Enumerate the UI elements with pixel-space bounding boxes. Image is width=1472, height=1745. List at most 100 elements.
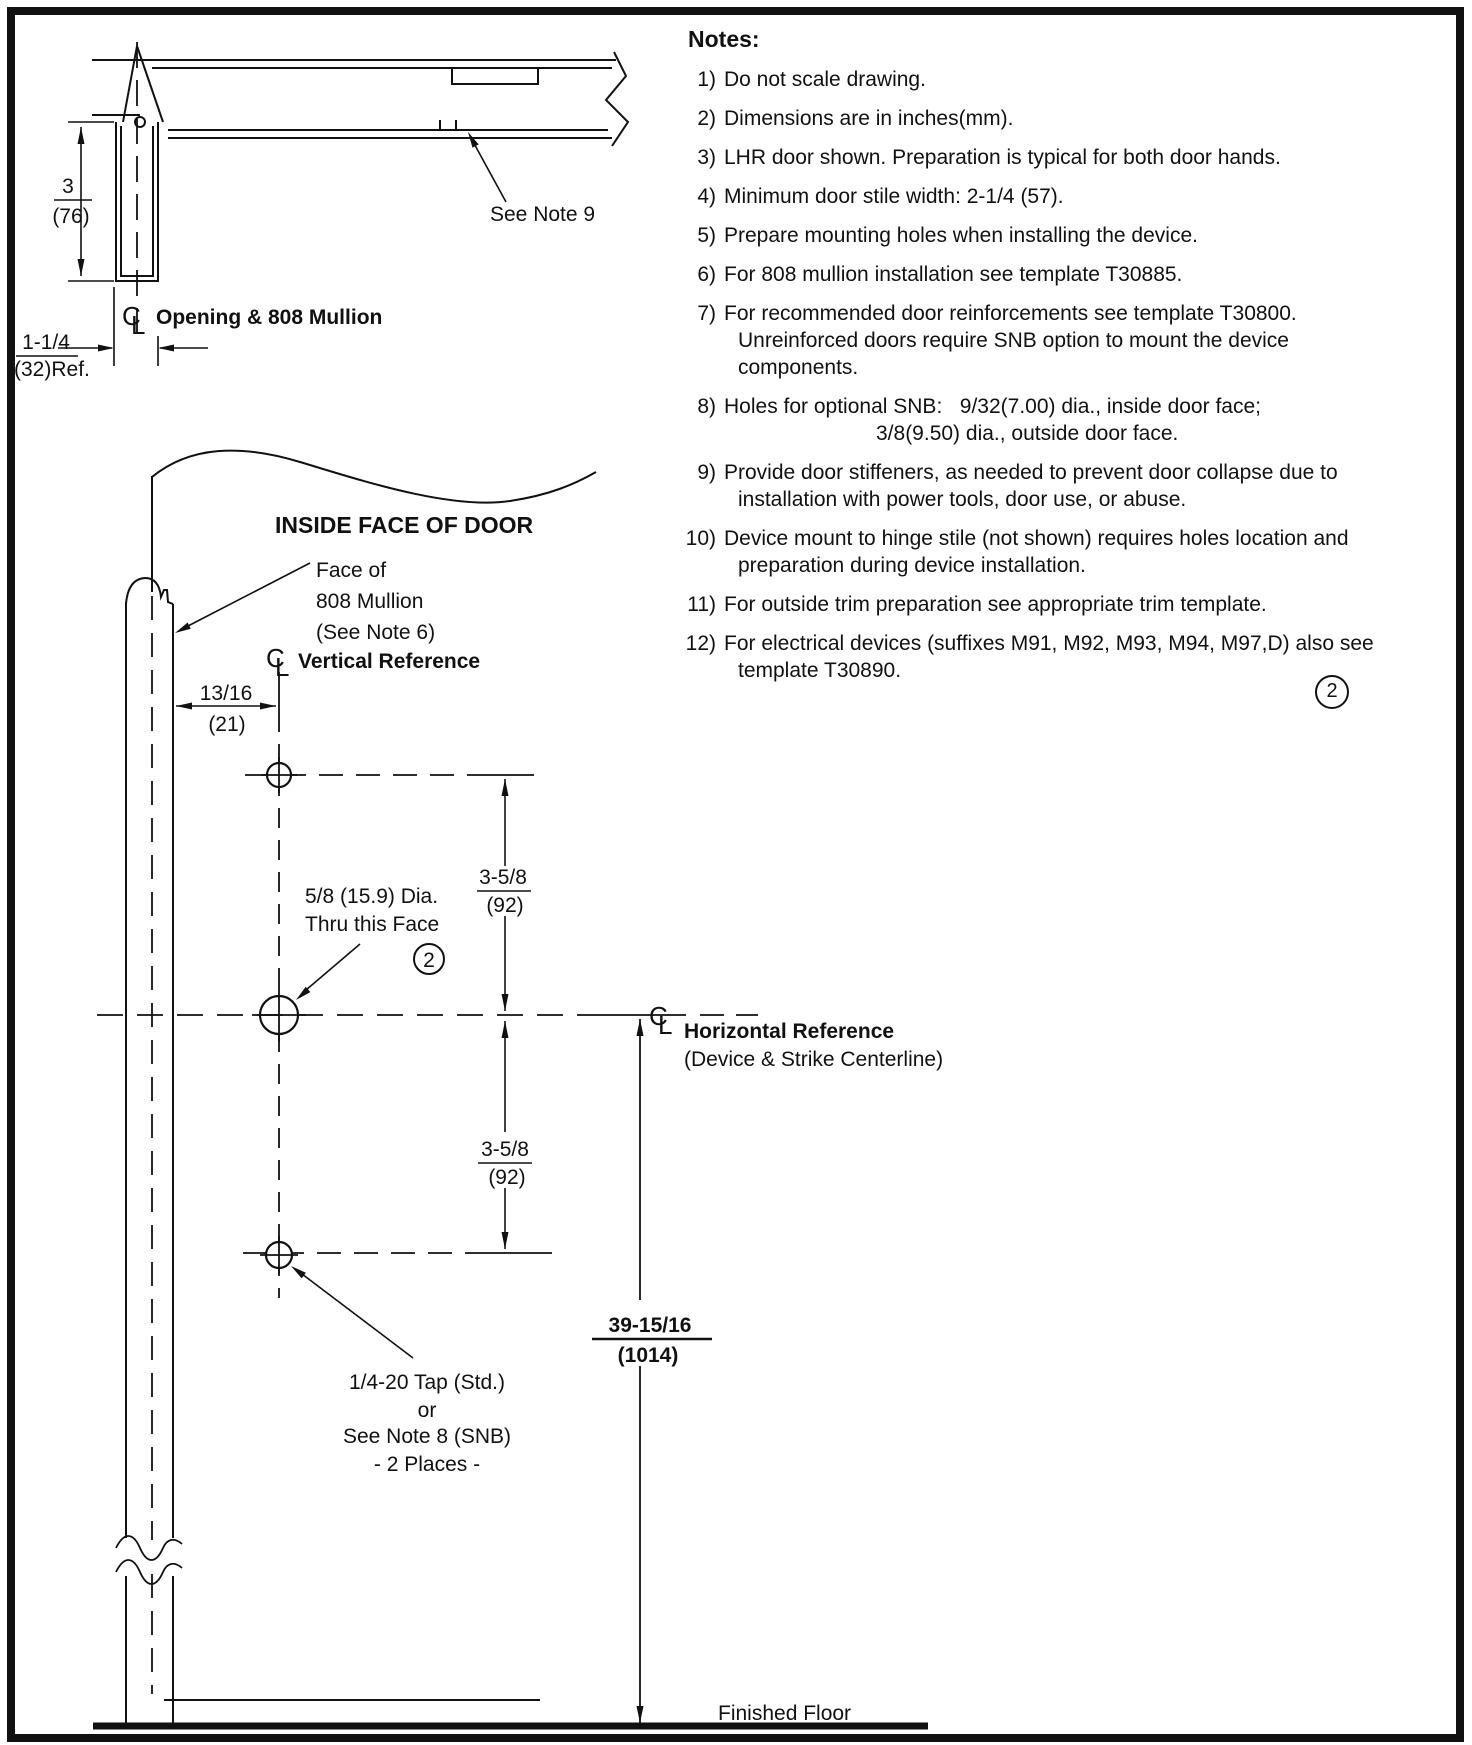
arrowhead-down-icon (77, 259, 85, 276)
face-of-mullion-label-1: Face of (316, 559, 386, 582)
circle-badge-icon (413, 943, 445, 975)
horizontal-reference-label: Horizontal Reference (684, 1020, 894, 1043)
dim-39-15-16 (592, 1019, 712, 1723)
arrowhead-up-icon (501, 1021, 509, 1038)
note-item-8: 8) Holes for optional SNB: 9/32(7.00) di… (676, 393, 1456, 447)
arrowhead-icon (468, 132, 479, 148)
dim-13-16-label: 13/16 (200, 682, 253, 705)
note-item-5: 5) Prepare mounting holes when installin… (676, 222, 1456, 249)
head-section-view (92, 42, 630, 332)
tap-label-3: See Note 8 (SNB) (343, 1425, 511, 1448)
notes-title: Notes: (688, 26, 760, 52)
cl-opening-label: Opening & 808 Mullion (156, 306, 382, 329)
dim-3-5-8-lower-label: 3-5/8 (481, 1138, 529, 1161)
dim-21-label: (21) (208, 713, 245, 736)
note-item-2: 2) Dimensions are in inches(mm). (676, 105, 1456, 132)
door-top-break-line (151, 449, 597, 504)
svg-text:L: L (275, 652, 289, 682)
centerline-symbol-horizontal: C L (649, 1001, 672, 1040)
face-of-mullion-leader (187, 562, 311, 627)
note-line: Dimensions are in inches(mm). (724, 107, 1014, 130)
arrowhead-up-icon (501, 779, 509, 796)
see-note-9-leader (470, 137, 507, 203)
note-number: 7) (697, 302, 716, 325)
tap-label-1: 1/4-20 Tap (Std.) (349, 1371, 505, 1394)
note-line: Provide door stiffeners, as needed to pr… (724, 461, 1338, 484)
note-line: For outside trim preparation see appropr… (724, 593, 1267, 616)
note-item-12: 12) For electrical devices (suffixes M91… (676, 630, 1456, 684)
door-reinforcement-notch (451, 68, 539, 85)
arrowhead-left-icon (158, 344, 174, 352)
dim-3-label: 3 (62, 175, 74, 198)
note-line: Do not scale drawing. (724, 68, 926, 91)
svg-text:L: L (658, 1010, 672, 1040)
note-number: 5) (697, 224, 716, 247)
flag-note-2-drawing: 2 (413, 943, 445, 975)
svg-text:2: 2 (423, 949, 435, 972)
note-number: 6) (697, 263, 716, 286)
svg-text:L: L (131, 310, 145, 340)
arrowhead-icon (296, 986, 311, 1000)
note-item-9: 9) Provide door stiffeners, as needed to… (676, 459, 1456, 513)
pipe-break-squiggle-2 (115, 1559, 183, 1585)
arrowhead-right-icon (260, 702, 276, 710)
dim-76-label: (76) (52, 205, 89, 228)
dim-3-5-8-lower (478, 1021, 532, 1249)
arrowhead-down-icon (501, 994, 509, 1011)
arrowhead-down-icon (636, 1706, 644, 1723)
arrowhead-icon (175, 622, 191, 633)
note-line: template T30890. (738, 659, 902, 682)
note-line: preparation during device installation. (738, 554, 1086, 577)
face-of-mullion-label-3: (See Note 6) (316, 621, 435, 644)
note-item-6: 6) For 808 mullion installation see temp… (676, 261, 1456, 288)
note-line: For recommended door reinforcements see … (724, 302, 1297, 325)
elevation-view (115, 449, 597, 1725)
note-item-11: 11) For outside trim preparation see app… (676, 591, 1456, 618)
note-line: Holes for optional SNB: 9/32(7.00) dia.,… (724, 395, 1261, 418)
tap-label-4: - 2 Places - (374, 1453, 480, 1476)
note-number: 9) (697, 461, 716, 484)
note-number: 1) (697, 68, 716, 91)
dia-label-1: 5/8 (15.9) Dia. (305, 885, 438, 908)
centerline-icon: C (266, 643, 285, 673)
note-number: 11) (687, 593, 716, 616)
note-number: 10) (685, 527, 716, 550)
note-item-1: 1) Do not scale drawing. (676, 66, 1456, 93)
badge-number: 2 (1326, 680, 1338, 702)
dim-92-lower-label: (92) (488, 1166, 525, 1189)
dim-1-1-4-label: 1-1/4 (22, 331, 70, 354)
note-number: 2) (697, 107, 716, 130)
note-line: installation with power tools, door use,… (738, 488, 1187, 511)
note-number: 8) (697, 395, 716, 418)
door-section-break-line (604, 51, 630, 147)
arrowhead-up-icon (77, 127, 85, 144)
note-line: LHR door shown. Preparation is typical f… (724, 146, 1281, 169)
tap-hole-top (245, 757, 534, 793)
door-edge-bulb (134, 116, 146, 128)
notes-section: Notes: 1) Do not scale drawing. 2) Dimen… (676, 26, 1456, 696)
page-border (7, 7, 1464, 1742)
note-line: 3/8(9.50) dia., outside door face. (876, 422, 1179, 445)
centerline-icon: C (122, 301, 141, 331)
flag-note-2-notes: 2 (1315, 675, 1349, 709)
dim-39-15-16-label: 39-15/16 (609, 1314, 692, 1337)
tap-hole-bottom (243, 1236, 552, 1274)
note-line: Prepare mounting holes when installing t… (724, 224, 1198, 247)
dim-3-76 (54, 121, 114, 282)
dim-1014-label: (1014) (618, 1344, 679, 1367)
note-line: Device mount to hinge stile (not shown) … (724, 527, 1349, 550)
dim-32ref-label: (32)Ref. (14, 358, 90, 381)
note-number: 3) (697, 146, 716, 169)
note-line: components. (738, 356, 859, 379)
dim-3-5-8-upper-label: 3-5/8 (479, 866, 527, 889)
finished-floor-label: Finished Floor (718, 1702, 851, 1725)
centerline-symbol-opening: C L (122, 301, 145, 340)
note-item-7: 7) For recommended door reinforcements s… (676, 300, 1456, 381)
arrowhead-right-icon (98, 344, 114, 352)
arrowhead-down-icon (501, 1232, 509, 1249)
dia-label-2: Thru this Face (305, 913, 439, 936)
arrowhead-icon (291, 1266, 306, 1279)
see-note-9-label: See Note 9 (490, 203, 595, 226)
